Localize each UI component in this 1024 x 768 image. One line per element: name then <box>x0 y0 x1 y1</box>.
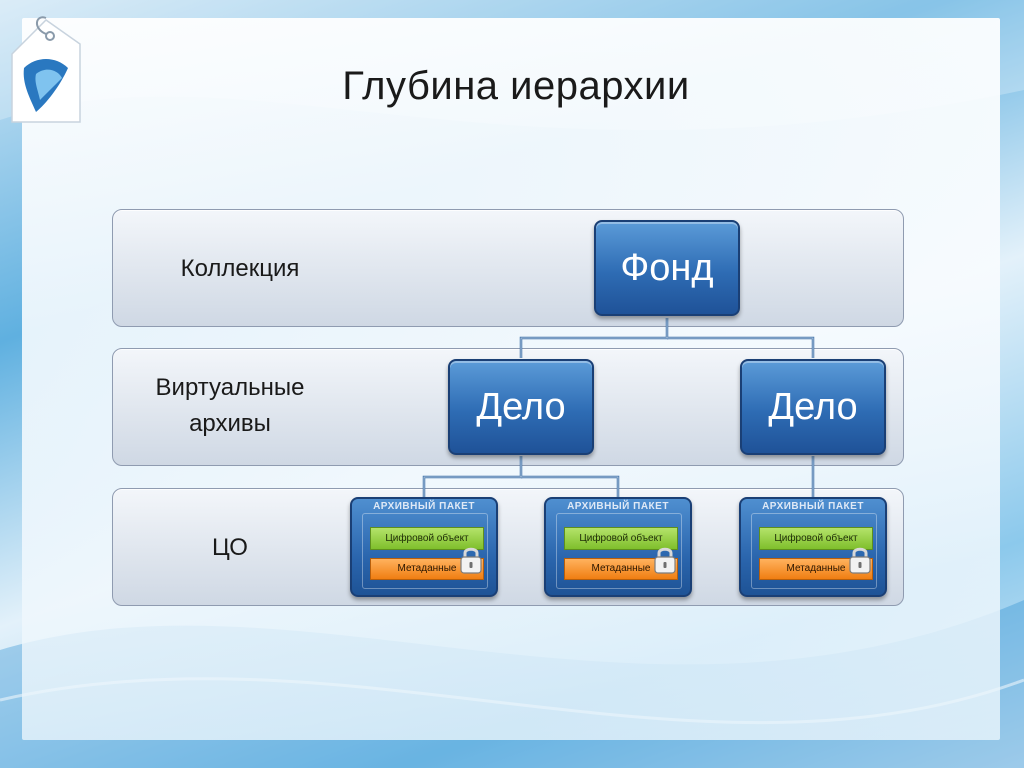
node-fond[interactable]: Фонд <box>594 220 740 316</box>
band-collection <box>112 209 904 327</box>
band-label-virtual-archives: Виртуальные архивы <box>155 374 305 437</box>
package-metadata: Метаданные <box>564 558 678 580</box>
package-digital-object: Цифровой объект <box>370 527 484 550</box>
package-title: АРХИВНЫЙ ПАКЕТ <box>567 501 669 512</box>
package-title: АРХИВНЫЙ ПАКЕТ <box>373 501 475 512</box>
package-title: АРХИВНЫЙ ПАКЕТ <box>762 501 864 512</box>
lock-icon <box>849 547 871 574</box>
archive-package-2[interactable]: АРХИВНЫЙ ПАКЕТ Цифровой объект Метаданны… <box>544 497 692 597</box>
lock-icon <box>460 547 482 574</box>
band-label-collection: Коллекция <box>180 255 300 282</box>
node-delo-left[interactable]: Дело <box>448 359 594 455</box>
package-frame <box>362 513 488 589</box>
archive-package-1[interactable]: АРХИВНЫЙ ПАКЕТ Цифровой объект Метаданны… <box>350 497 498 597</box>
package-metadata: Метаданные <box>759 558 873 580</box>
archive-package-3[interactable]: АРХИВНЫЙ ПАКЕТ Цифровой объект Метаданны… <box>739 497 887 597</box>
lock-icon <box>654 547 676 574</box>
node-delo-right[interactable]: Дело <box>740 359 886 455</box>
slide-title: Глубина иерархии <box>342 64 690 108</box>
package-digital-object: Цифровой объект <box>564 527 678 550</box>
organization-logo-icon <box>11 16 81 123</box>
package-frame <box>751 513 877 589</box>
package-frame <box>556 513 682 589</box>
package-digital-object: Цифровой объект <box>759 527 873 550</box>
band-label-digital-objects: ЦО <box>212 534 248 561</box>
package-metadata: Метаданные <box>370 558 484 580</box>
